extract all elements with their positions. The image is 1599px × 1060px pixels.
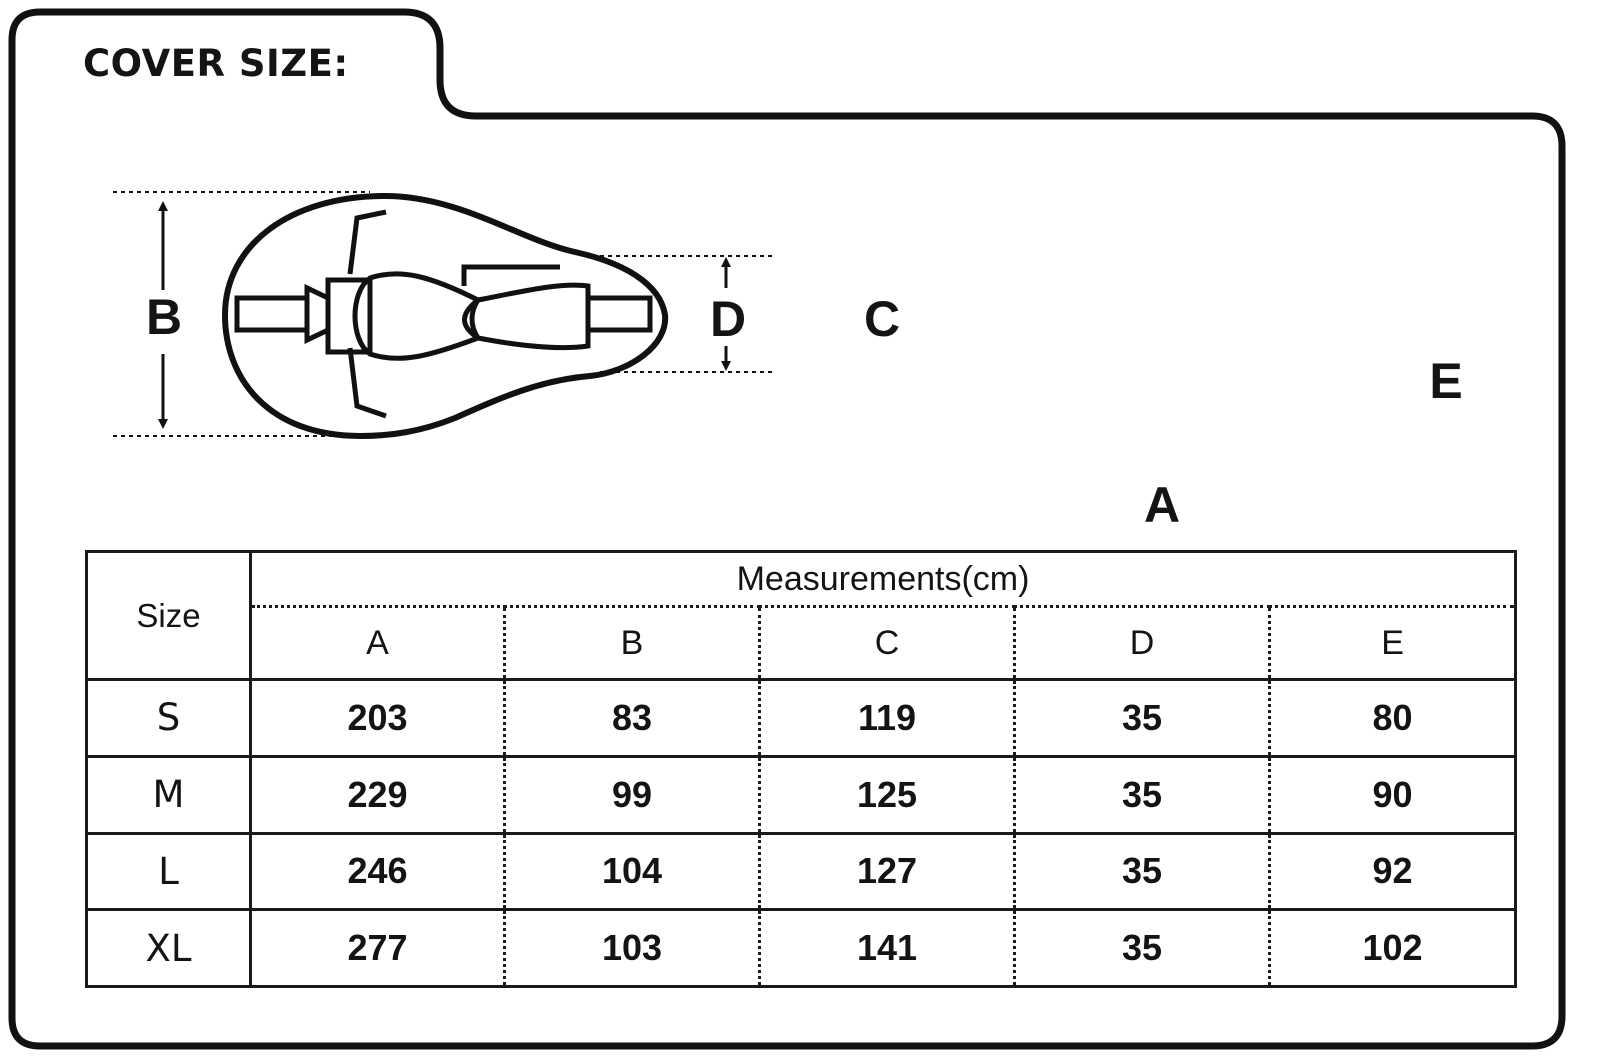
dimension-label-a: A <box>1143 477 1181 533</box>
header-col-b: B <box>503 606 760 681</box>
table-cell: 246 <box>250 831 505 910</box>
table-cell: 35 <box>1013 678 1270 757</box>
row-size-label: S <box>86 678 252 757</box>
tab-frame <box>8 8 1566 1050</box>
header-col-d: D <box>1013 606 1270 681</box>
table-cell: 83 <box>503 678 760 757</box>
page-title: COVER SIZE: <box>83 42 349 85</box>
header-col-e: E <box>1267 606 1516 681</box>
table-cell: 35 <box>1013 831 1270 910</box>
dimension-label-c: C <box>863 291 901 347</box>
dimension-label-b: B <box>145 289 183 345</box>
header-col-c: C <box>758 606 1015 681</box>
header-col-a: A <box>250 606 505 681</box>
table-row: S 203 83 119 35 80 <box>86 678 1516 757</box>
header-measurements: Measurements(cm) <box>250 551 1516 608</box>
table-cell: 127 <box>758 831 1015 910</box>
top-view-diagram <box>113 191 776 440</box>
table-cell: 99 <box>503 754 760 833</box>
table-cell: 90 <box>1267 754 1516 833</box>
size-table: Size Measurements(cm) A B C D E S 203 83… <box>85 550 1518 988</box>
table-cell: 104 <box>503 831 760 910</box>
table-cell: 80 <box>1267 678 1516 757</box>
table-cell: 35 <box>1013 754 1270 833</box>
header-size: Size <box>86 551 252 681</box>
table-cell: 141 <box>758 908 1015 987</box>
dimension-label-d: D <box>709 291 747 347</box>
table-row: L 246 104 127 35 92 <box>86 831 1516 910</box>
table-cell: 125 <box>758 754 1015 833</box>
table-cell: 119 <box>758 678 1015 757</box>
row-size-label: L <box>86 831 252 910</box>
table-cell: 92 <box>1267 831 1516 910</box>
table-cell: 35 <box>1013 908 1270 987</box>
dimension-label-e: E <box>1429 353 1463 409</box>
motorcycle-top-icon <box>234 209 653 419</box>
table-cell: 229 <box>250 754 505 833</box>
table-row: M 229 99 125 35 90 <box>86 754 1516 833</box>
row-size-label: XL <box>86 908 252 987</box>
table-cell: 277 <box>250 908 505 987</box>
table-cell: 103 <box>503 908 760 987</box>
table-cell: 102 <box>1267 908 1516 987</box>
row-size-label: M <box>86 754 252 833</box>
table-row: XL 277 103 141 35 102 <box>86 908 1516 987</box>
table-cell: 203 <box>250 678 505 757</box>
cover-outline-top <box>221 192 669 440</box>
